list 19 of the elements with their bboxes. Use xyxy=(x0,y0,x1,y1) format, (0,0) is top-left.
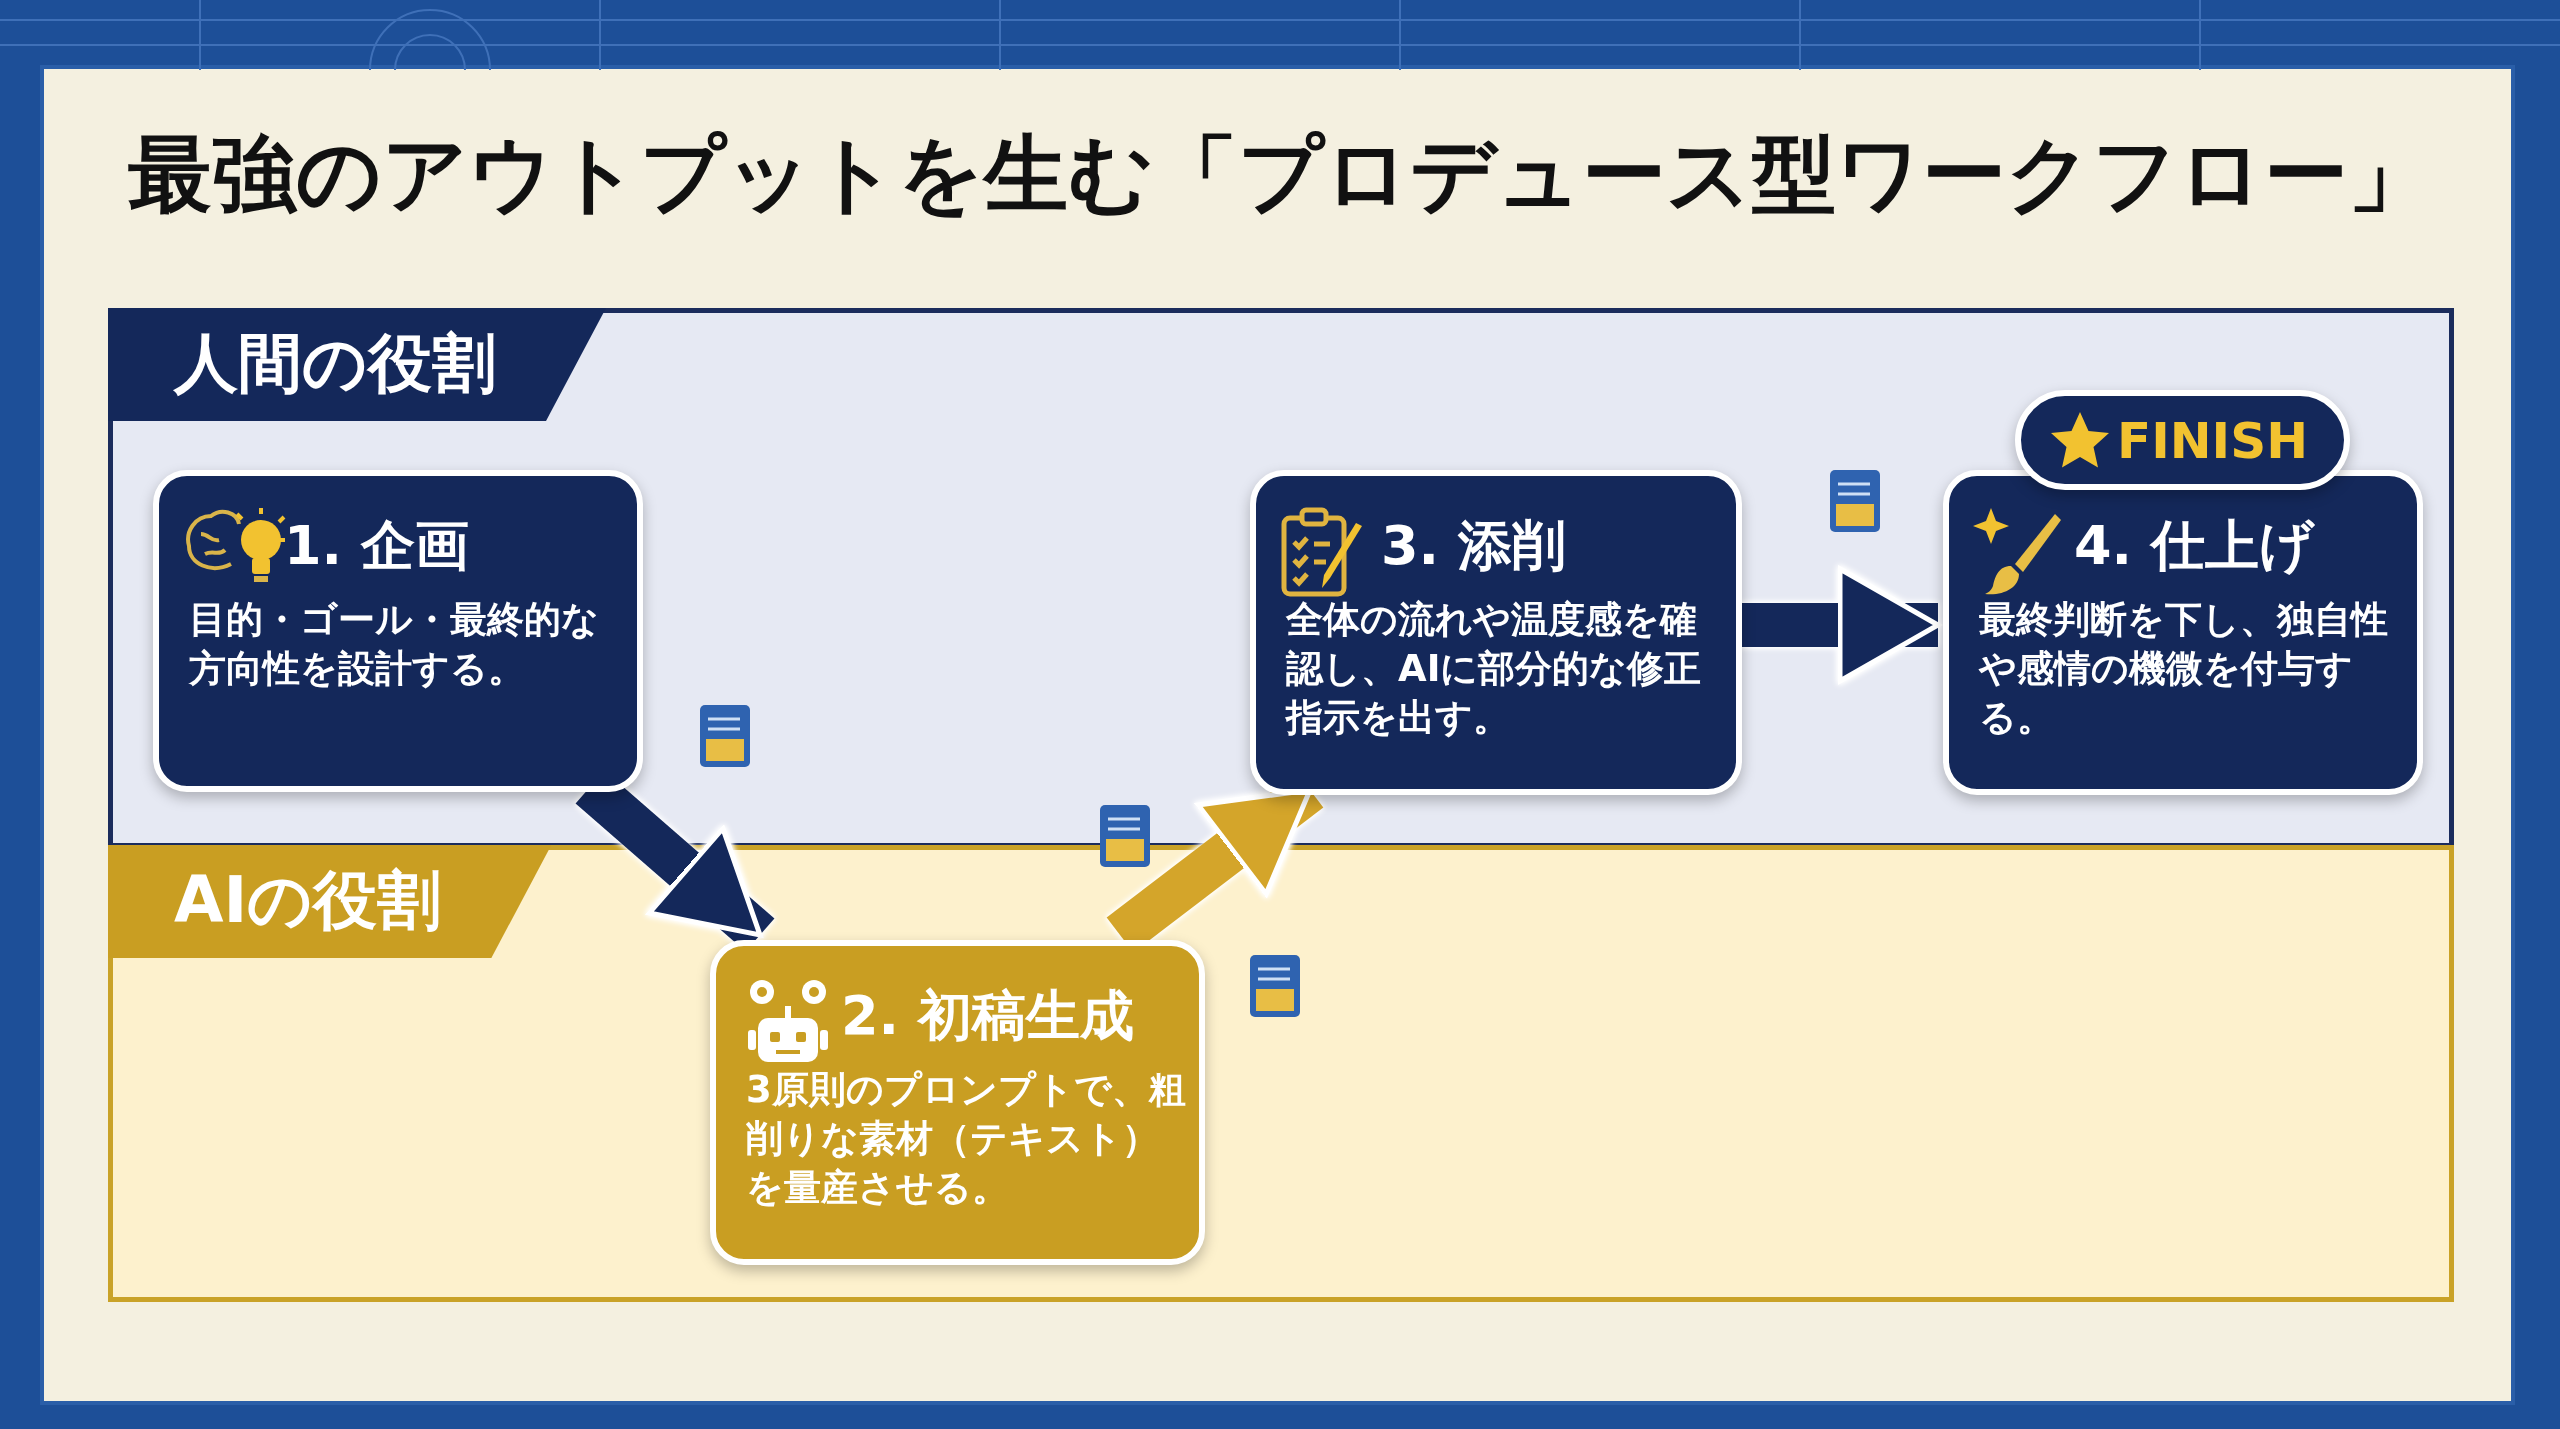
step-heading: 4. 仕上げ xyxy=(2074,513,2314,579)
step-card xyxy=(1943,470,2423,795)
lane-heading: 人間の役割 xyxy=(108,308,606,421)
step-description: 3原則のプロンプトで、粗削りな素材（テキスト）を量産させる。 xyxy=(746,1067,1187,1211)
swimlane xyxy=(108,845,2454,1302)
step-description: 全体の流れや温度感を確認し、AIに部分的な修正指示を出す。 xyxy=(1286,597,1703,741)
step-description: 最終判断を下し、独自性や感情の機微を付与する。 xyxy=(1979,597,2389,741)
badge-label: FINISH xyxy=(2117,412,2309,470)
step-card xyxy=(1250,470,1742,795)
step-heading: 3. 添削 xyxy=(1381,513,1566,579)
swimlane xyxy=(108,308,2454,848)
title: 最強のアウトプットを生む「プロデュース型ワークフロー」 xyxy=(127,124,2433,225)
step-description: 目的・ゴール・最終的な方向性を設計する。 xyxy=(189,597,600,692)
lane-heading: AIの役割 xyxy=(108,845,552,958)
step-card xyxy=(153,470,643,792)
step-heading: 2. 初稿生成 xyxy=(841,983,1134,1049)
finish-badge xyxy=(2015,390,2350,490)
step-heading: 1. 企画 xyxy=(284,513,469,579)
step-card xyxy=(710,940,1205,1265)
